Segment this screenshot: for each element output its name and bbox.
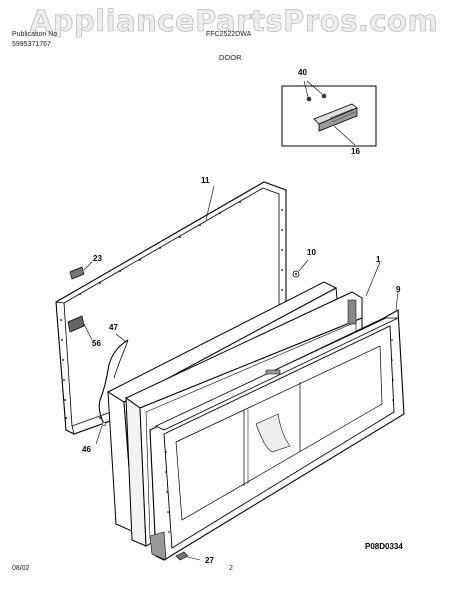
- model-number: FFC2522DWA: [206, 31, 252, 38]
- outer-door-part-9: [149, 291, 405, 561]
- callout-11: 11: [201, 176, 210, 185]
- publication-number: 5995371767: [12, 41, 51, 48]
- drawing-code: P08D0334: [365, 542, 403, 551]
- screw-part-10: [292, 259, 309, 278]
- callout-27: 27: [205, 556, 214, 565]
- callout-46: 46: [82, 445, 91, 454]
- section-title: DOOR: [219, 53, 242, 62]
- callout-9: 9: [396, 285, 401, 294]
- connector-46: [101, 421, 107, 427]
- latch-part-23: [69, 261, 93, 280]
- handle-inset-box: [281, 80, 377, 147]
- callout-56: 56: [92, 339, 101, 348]
- footer-date: 08/02: [12, 565, 30, 572]
- screw-part-27: [175, 551, 201, 561]
- callout-40: 40: [298, 68, 307, 77]
- screw-40a: [306, 96, 312, 102]
- callout-1: 1: [376, 255, 381, 264]
- handle-part-16: [313, 103, 358, 132]
- bracket-part-56: [67, 315, 93, 341]
- callout-10: 10: [307, 248, 316, 257]
- screw-40b: [321, 93, 327, 99]
- publication-label: Publication No: [12, 31, 58, 38]
- heater-wire-47: [95, 333, 129, 445]
- callout-16: 16: [351, 147, 360, 156]
- footer-page-number: 2: [229, 565, 233, 572]
- callout-23: 23: [93, 254, 102, 263]
- callout-47: 47: [109, 323, 118, 332]
